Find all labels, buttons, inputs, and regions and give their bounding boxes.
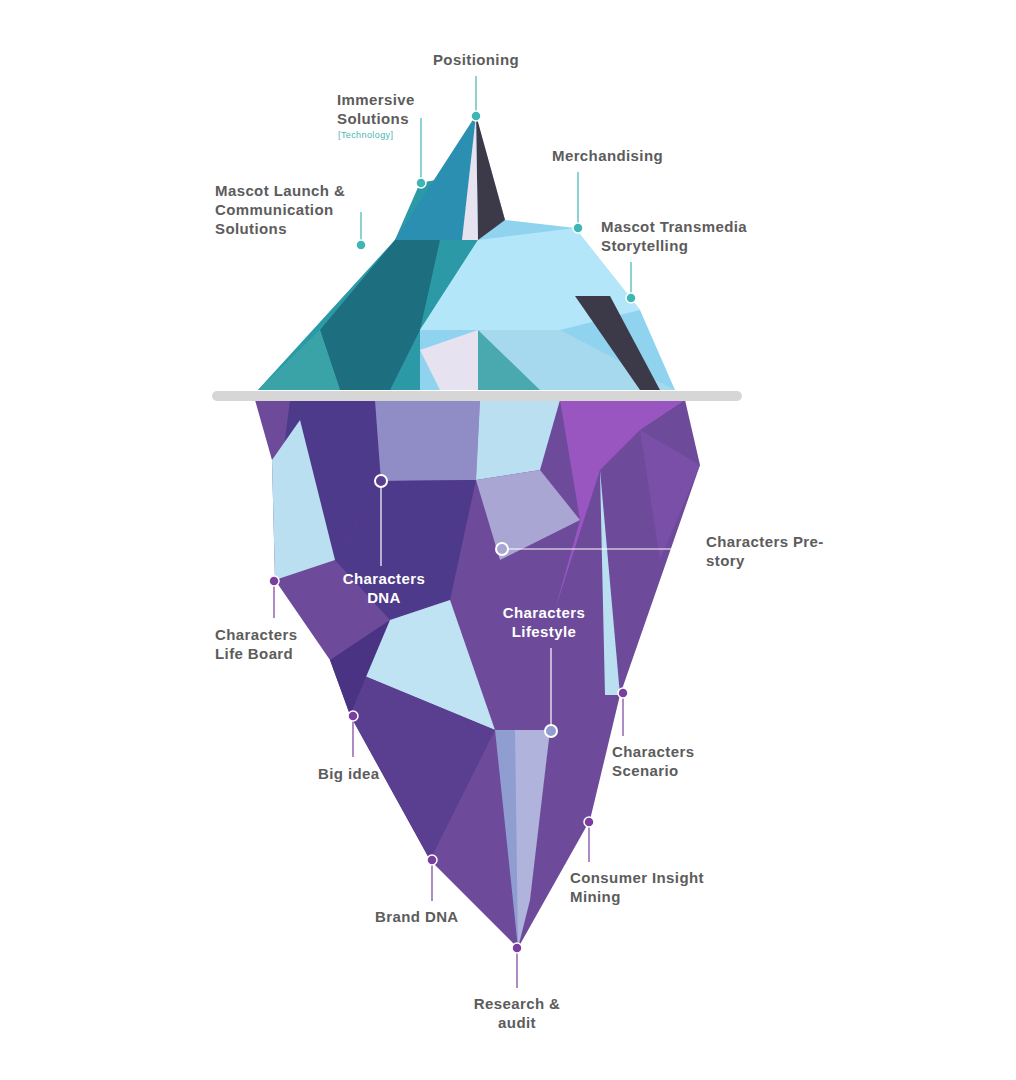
leader-label: [Technology] <box>338 129 418 141</box>
leader-label: Brand DNA <box>375 907 495 926</box>
leader-label: Characters Scenario <box>612 742 732 780</box>
leader-label: Merchandising <box>552 146 712 165</box>
leader-label: Characters Life Board <box>215 625 325 663</box>
water-line <box>212 391 742 401</box>
leader-label: Research & audit <box>462 994 572 1032</box>
leader-label: Big idea <box>318 764 418 783</box>
leader-label: Mascot Transmedia Storytelling <box>601 217 821 255</box>
iceberg-bottom <box>255 400 700 948</box>
leader-label: Characters DNA <box>329 569 439 607</box>
leader-label: Characters Pre-story <box>706 532 826 570</box>
leader-label: Immersive Solutions <box>337 90 437 128</box>
leader-label: Positioning <box>401 50 551 69</box>
leader-label: Mascot Launch & Communication Solutions <box>215 181 380 238</box>
leader-label: Consumer Insight Mining <box>570 868 705 906</box>
leader-label: Characters Lifestyle <box>489 603 599 641</box>
